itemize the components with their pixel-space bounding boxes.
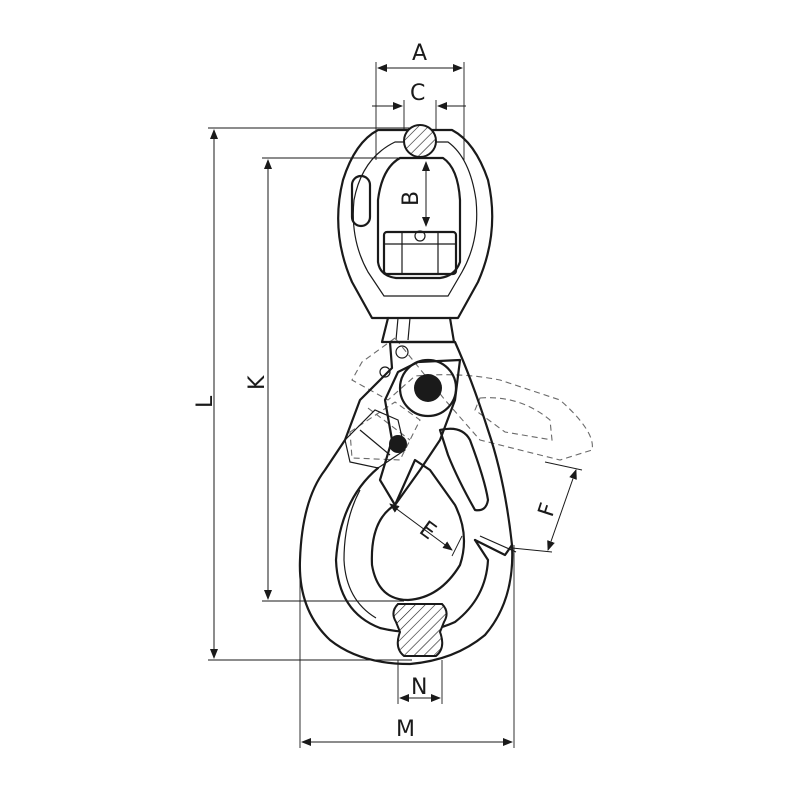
dimension-M bbox=[299, 545, 515, 748]
trigger-pin bbox=[389, 435, 407, 453]
label-M: M bbox=[396, 717, 415, 742]
dimension-A bbox=[375, 62, 465, 160]
label-A: A bbox=[412, 41, 427, 66]
latch-pivot-pin bbox=[414, 374, 442, 402]
dimension-C bbox=[372, 100, 466, 130]
latch-open-ghost bbox=[349, 337, 593, 461]
latch-pivot-ring bbox=[398, 358, 458, 418]
eye-pin-section bbox=[403, 124, 437, 158]
dimension-F bbox=[511, 461, 583, 553]
label-C: C bbox=[410, 81, 425, 106]
dimension-E bbox=[389, 503, 463, 557]
label-B: B bbox=[399, 191, 424, 206]
label-L: L bbox=[193, 395, 218, 408]
label-F: F bbox=[534, 500, 562, 520]
nut bbox=[382, 230, 458, 276]
hook-body bbox=[298, 340, 517, 666]
label-N: N bbox=[411, 675, 427, 700]
hook-bottom-section bbox=[392, 603, 448, 657]
dimension-K bbox=[262, 157, 420, 602]
dimension-N bbox=[397, 660, 443, 704]
label-K: K bbox=[245, 375, 270, 390]
label-E: E bbox=[414, 517, 440, 545]
dimension-L bbox=[208, 127, 412, 661]
